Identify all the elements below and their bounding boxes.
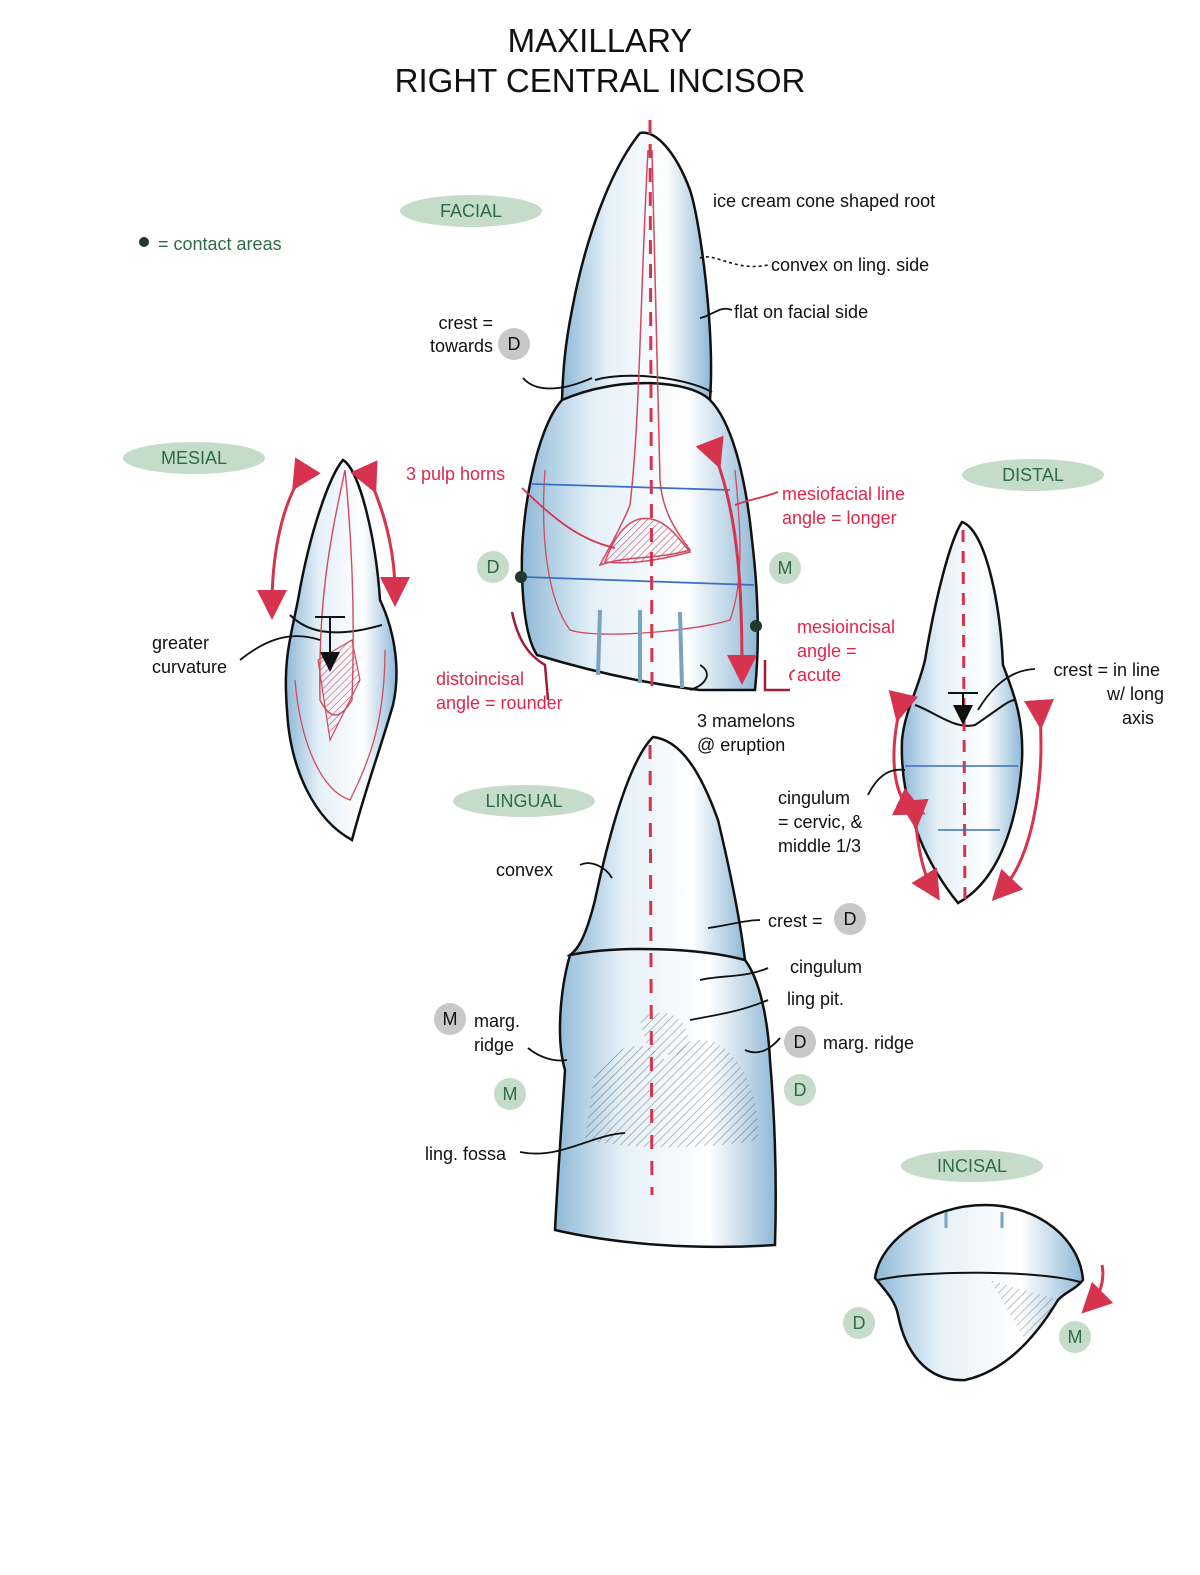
label-lingual-crest: crest = [768, 911, 823, 931]
contact-dot-legend [139, 237, 149, 247]
label-m-marg-1: marg. [474, 1011, 521, 1031]
label-distoincisal-1: distoincisal [436, 669, 525, 689]
legend-text: = contact areas [158, 234, 282, 254]
label-distoincisal-2: angle = rounder [436, 693, 563, 713]
label-mesiofacial-2: angle = longer [782, 508, 897, 528]
label-mesiofacial-1: mesiofacial line [782, 484, 906, 504]
label-root-shape: ice cream cone shaped root [713, 191, 936, 211]
incisal-side-d: D [843, 1307, 875, 1339]
label-d-marg: marg. ridge [823, 1033, 915, 1053]
incisal-tooth [873, 1203, 1114, 1382]
title-line-2: RIGHT CENTRAL INCISOR [394, 62, 806, 99]
distal-tooth [867, 520, 1054, 906]
view-label-mesial: MESIAL [123, 442, 265, 474]
badge-lingual-crest-d: D [834, 903, 866, 935]
title-line-1: MAXILLARY [507, 22, 693, 59]
badge-crest-d: D [498, 328, 530, 360]
view-label-distal: DISTAL [962, 459, 1104, 491]
view-label-incisal: INCISAL [901, 1150, 1043, 1182]
label-cingulum-3: middle 1/3 [778, 836, 862, 856]
view-label-lingual: LINGUAL [453, 785, 595, 817]
label-greater-2: curvature [152, 657, 228, 677]
view-label-facial: FACIAL [400, 195, 542, 227]
label-mesioincisal-2: angle = [797, 641, 857, 661]
label-cingulum-2: = cervic, & [778, 812, 863, 832]
label-flat-facial: flat on facial side [734, 302, 869, 322]
label-convex: convex [496, 860, 554, 880]
label-crest-1: crest = [438, 313, 493, 333]
facial-tooth [510, 119, 796, 701]
label-mesioincisal-3: acute [797, 665, 842, 685]
label-pulp-horns: 3 pulp horns [406, 464, 506, 484]
facial-side-d: D [477, 551, 509, 583]
label-distal-crest-1: crest = in line [1053, 660, 1160, 680]
label-cingulum-1: cingulum [778, 788, 851, 808]
incisal-side-m: M [1059, 1321, 1091, 1353]
label-m-marg-2: ridge [474, 1035, 515, 1055]
facial-side-m: M [769, 552, 801, 584]
lingual-side-m: M [494, 1078, 526, 1110]
label-crest-2: towards [429, 336, 493, 356]
lingual-side-d: D [784, 1074, 816, 1106]
badge-d-marg: D [784, 1026, 816, 1058]
label-convex-ling: convex on ling. side [771, 255, 930, 275]
label-cingulum: cingulum [790, 957, 863, 977]
badge-m-marg: M [434, 1003, 466, 1035]
label-mamelons-2: @ eruption [697, 735, 786, 755]
label-greater-1: greater [152, 633, 210, 653]
label-distal-crest-3: axis [1121, 708, 1154, 728]
label-distal-crest-2: w/ long [1106, 684, 1164, 704]
label-mamelons-1: 3 mamelons [697, 711, 796, 731]
lingual-tooth [519, 735, 781, 1249]
mesial-tooth [239, 457, 410, 842]
label-ling-fossa: ling. fossa [425, 1144, 507, 1164]
label-ling-pit: ling pit. [787, 989, 845, 1009]
label-mesioincisal-1: mesioincisal [797, 617, 896, 637]
